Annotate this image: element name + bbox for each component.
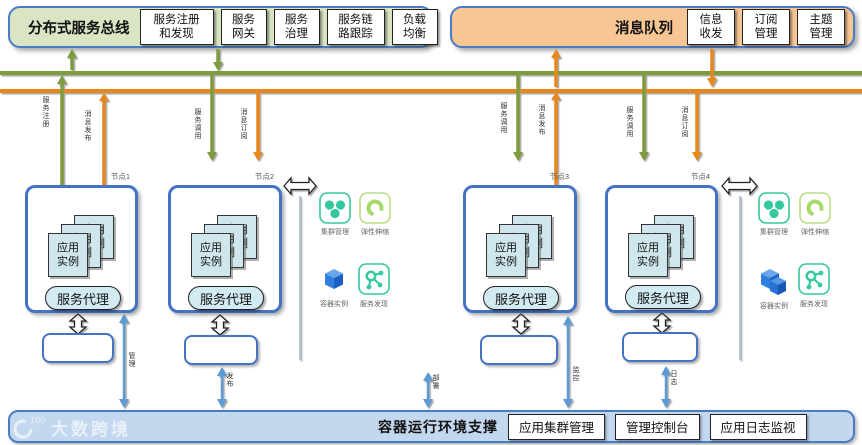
container-cube-icon: [325, 269, 343, 289]
node3-bus-edge-label: 服务调用: [500, 102, 507, 134]
container-cube-icon: [761, 269, 786, 295]
subscription-mgmt-box: 订阅 管理: [742, 9, 790, 45]
node2-mq-edge-label: 消息订阅: [240, 108, 247, 140]
node1-app-instance-card: 应用 实例: [48, 233, 88, 277]
load-balancing-box: 负载 均衡: [391, 9, 438, 45]
msg-sendreceive-box: 信息 收发: [687, 9, 735, 45]
node4-bus-edge-label: 服务调用: [626, 106, 633, 138]
center-bottom-edge-label: 部署: [432, 374, 439, 390]
node1-service-proxy: 服务代理: [45, 286, 121, 310]
message-queue-title: 消息队列: [615, 20, 673, 37]
mgmt-console-box: 管理控制台: [615, 413, 700, 440]
app-cluster-mgmt-box: 应用集群管理: [508, 413, 606, 440]
autoscale-icon: [359, 192, 391, 224]
service-discovery-icon: [358, 263, 390, 295]
node1-host-box: [42, 333, 114, 363]
node4-label: 节点4: [690, 172, 710, 181]
watermark-logo-icon: 100: [13, 415, 45, 439]
node3-bottom-edge-label: 监控: [572, 366, 579, 382]
node2-label: 节点2: [254, 172, 274, 181]
service-bus-title: 分布式服务总线: [28, 20, 130, 37]
node2-bottom-edge-label: 发布: [226, 372, 233, 388]
topic-mgmt-box: 主题 管理: [797, 9, 845, 45]
node3-label: 节点3: [549, 172, 569, 181]
node3-service-proxy: 服务代理: [483, 286, 559, 310]
service-discovery-icon: [798, 263, 830, 295]
discovery-icon-label: 服务发现: [360, 301, 388, 308]
app-log-monitor-box: 应用日志监视: [709, 413, 807, 440]
cluster-icon-label: 集群管理: [760, 229, 788, 236]
node4-app-instance-card: 应用 实例: [628, 233, 668, 277]
node1-bottom-edge-label: 管理: [128, 352, 135, 368]
node2-bus-edge-label: 服务调用: [194, 108, 201, 140]
cluster-icon: [319, 192, 351, 224]
node3-mq-edge-label: 消息发布: [538, 104, 545, 136]
autoscale-icon-label: 弹性伸缩: [801, 229, 829, 236]
container-runtime-title: 容器运行环境支撑: [378, 418, 498, 435]
autoscale-icon: [799, 192, 831, 224]
node2-service-proxy: 服务代理: [188, 286, 264, 310]
node4-mq-edge-label: 消息订阅: [681, 106, 688, 138]
cluster-icon-label: 集群管理: [321, 229, 349, 236]
service-tracing-box: 服务链 路跟踪: [326, 9, 385, 45]
node4-bottom-edge-label: 日志: [670, 370, 677, 386]
node1-bus-edge-label: 服务注册: [42, 96, 49, 128]
node-lowbox-arrows: [68, 176, 758, 336]
autoscale-icon-label: 弹性伸缩: [361, 229, 389, 236]
container-icon-label: 容器实例: [760, 303, 788, 310]
service-bus-panel: 分布式服务总线 服务注册 和发现 服务 网关 服务 治理 服务链 路跟踪 负载 …: [8, 6, 438, 48]
node2-host-box: [184, 335, 258, 365]
service-governance-box: 服务 治理: [273, 9, 320, 45]
discovery-icon-label: 服务发现: [800, 301, 828, 308]
watermark-text: 大数跨境: [51, 419, 131, 439]
cluster-icon: [758, 192, 790, 224]
svg-text:100: 100: [30, 415, 45, 425]
node3-host-box: [480, 335, 558, 365]
node2-app-instance-card: 应用 实例: [191, 233, 231, 277]
service-registry-box: 服务注册 和发现: [139, 9, 214, 45]
watermark: 100 大数跨境: [12, 414, 131, 440]
service-gateway-box: 服务 网关: [220, 9, 267, 45]
node1-label: 节点1: [110, 172, 130, 181]
container-icon-label: 容器实例: [320, 301, 348, 308]
node4-service-proxy: 服务代理: [625, 285, 701, 309]
message-queue-panel: 消息队列 信息 收发 订阅 管理 主题 管理: [450, 6, 855, 48]
node1-mq-edge-label: 消息发布: [84, 110, 91, 142]
node4-host-box: [622, 332, 698, 362]
container-runtime-bar: 容器运行环境支撑 应用集群管理 管理控制台 应用日志监视: [8, 410, 855, 443]
node3-app-instance-card: 应用 实例: [486, 233, 526, 277]
